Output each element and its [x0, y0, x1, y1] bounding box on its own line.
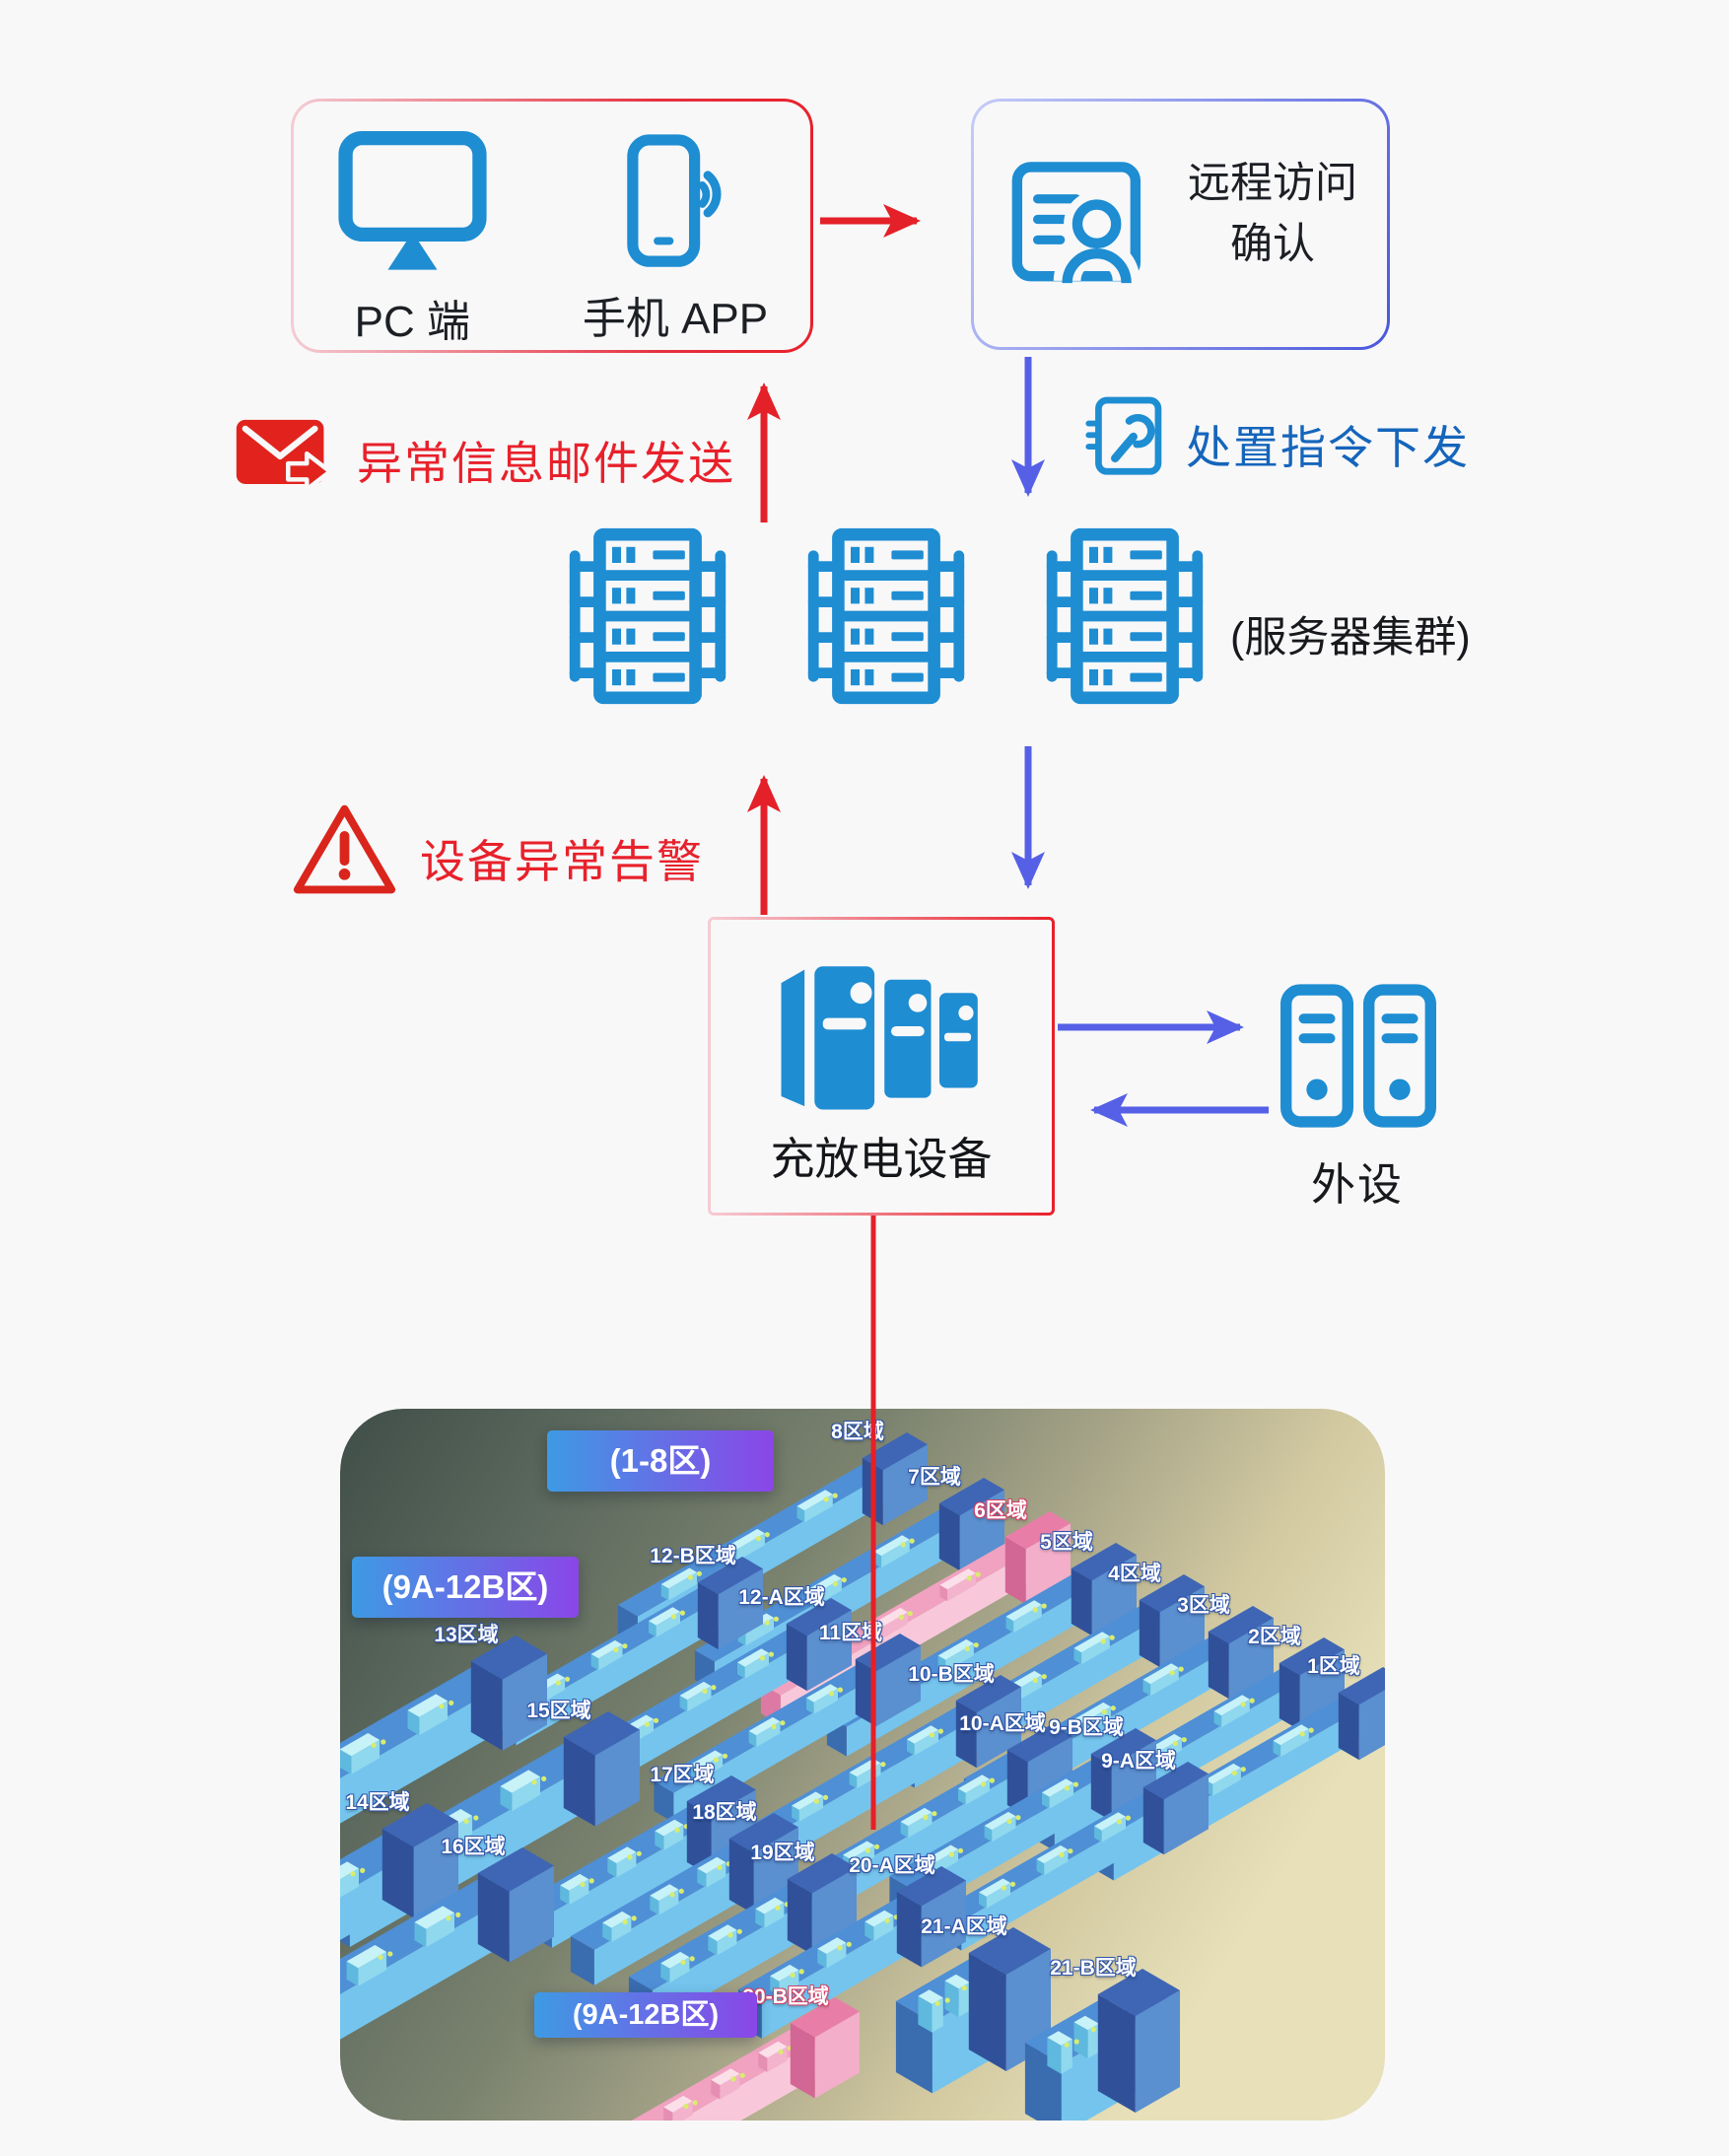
dispatch-label: 处置指令下发: [1186, 422, 1470, 473]
zone-label: 21-A区域: [921, 1915, 1007, 1938]
zone-label: 6区域: [974, 1499, 1027, 1522]
mail-send-icon: [235, 414, 337, 497]
tower-server-icon: [1279, 983, 1355, 1129]
zone-label: 7区域: [908, 1466, 961, 1489]
zone-label: 2区域: [1248, 1626, 1301, 1648]
server-rack-icon: [789, 524, 984, 708]
zone-label: 16区域: [441, 1836, 506, 1858]
id-card-user-icon: [1003, 149, 1151, 297]
zone-label: 8区域: [831, 1421, 884, 1443]
zone-label: 4区域: [1108, 1563, 1161, 1585]
zone-label: 12-A区域: [738, 1586, 825, 1609]
pc-monitor-icon: [336, 131, 489, 272]
mail-alert-label: 异常信息邮件发送: [357, 438, 735, 489]
remote-access-box-inner: 远程访问 确认: [974, 102, 1387, 347]
pc-label: PC 端: [354, 298, 471, 346]
zone-label: 10-B区域: [908, 1663, 995, 1686]
mobile-phone-icon: [617, 131, 733, 269]
server-rack-icon: [1027, 524, 1222, 708]
charge-device-label: 充放电设备: [770, 1134, 993, 1184]
zone-label: 19区域: [750, 1842, 815, 1864]
zone-label: 20-B区域: [742, 1985, 829, 2008]
zone-label: 12-B区域: [650, 1545, 736, 1567]
remote-access-box: 远程访问 确认: [971, 99, 1390, 350]
zone-badge-9a-12b-bottom: (9A-12B区): [534, 1992, 757, 2038]
zone-label: 15区域: [526, 1700, 591, 1722]
app-label: 手机 APP: [582, 295, 769, 343]
charge-device-box-inner: 充放电设备: [711, 920, 1052, 1213]
wrench-tool-icon: [1085, 394, 1168, 479]
zone-badge-1-8: (1-8区): [547, 1430, 774, 1492]
zone-label: 20-A区域: [849, 1854, 935, 1877]
zone-label: 9-A区域: [1101, 1750, 1176, 1773]
zone-label: 18区域: [692, 1801, 757, 1824]
warning-triangle-icon: [290, 799, 400, 901]
device-alarm-label: 设备异常告警: [420, 836, 704, 887]
zone-badge-9a-12b-left: (9A-12B区): [352, 1557, 579, 1618]
clients-box: PC 端 手机 APP: [291, 99, 813, 353]
app-client: 手机 APP: [583, 131, 768, 350]
charge-device-box: 充放电设备: [708, 917, 1055, 1216]
clients-box-inner: PC 端 手机 APP: [294, 102, 810, 350]
charge-cabinet-icon: [768, 949, 993, 1125]
zone-label: 13区域: [434, 1624, 499, 1646]
server-cluster-label: (服务器集群): [1230, 614, 1471, 661]
zone-label: 14区域: [345, 1791, 410, 1814]
server-rack-icon: [550, 524, 745, 708]
zone-label: 5区域: [1040, 1531, 1093, 1554]
peripherals-label: 外设: [1311, 1159, 1405, 1210]
tower-server-icon: [1361, 983, 1438, 1129]
zone-label: 3区域: [1177, 1594, 1230, 1617]
zone-label: 1区域: [1307, 1655, 1360, 1678]
zone-map-graphic: [340, 1409, 1385, 2121]
zone-label: 9-B区域: [1049, 1716, 1124, 1739]
zone-label: 21-B区域: [1050, 1957, 1137, 1980]
zone-label: 11区域: [818, 1622, 883, 1644]
pc-client: PC 端: [336, 131, 489, 350]
remote-access-label-line1: 远程访问: [1188, 160, 1357, 207]
remote-access-label: 远程访问 确认: [1166, 153, 1379, 276]
zone-label: 17区域: [650, 1764, 715, 1786]
remote-access-label-line2: 确认: [1230, 221, 1315, 269]
zone-label: 10-A区域: [959, 1712, 1046, 1735]
